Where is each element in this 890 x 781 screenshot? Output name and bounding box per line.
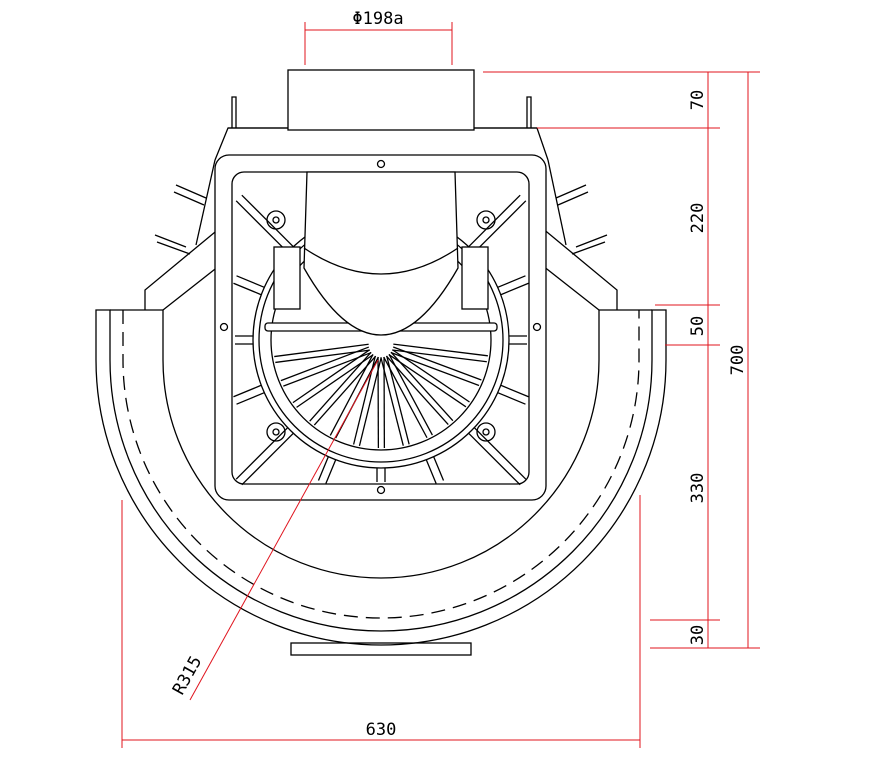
spoke-line — [236, 392, 265, 405]
spoke-line — [500, 282, 529, 296]
grille-line — [392, 346, 482, 381]
housing-outline — [95, 69, 667, 656]
dim-30: 30 — [688, 625, 708, 645]
spoke-line — [425, 459, 437, 484]
width-label: 630 — [366, 720, 397, 740]
spoke-line — [236, 275, 265, 288]
spoke-line — [497, 275, 526, 288]
grille-line — [358, 357, 382, 447]
spoke-line — [468, 194, 521, 248]
grille-line — [274, 343, 369, 358]
dim-70: 70 — [688, 90, 708, 110]
spoke-line — [233, 282, 262, 296]
dimension-lines — [121, 22, 760, 748]
diameter-label: Φ198a — [352, 9, 403, 29]
spoke-line — [317, 456, 329, 481]
grille-line — [392, 349, 470, 403]
spoke-line — [325, 459, 337, 484]
spoke-line — [433, 456, 445, 481]
dim-330: 330 — [688, 473, 708, 504]
spoke-line — [468, 432, 521, 486]
grille-line — [313, 355, 377, 426]
spoke-line — [241, 194, 294, 248]
dimension-labels: Φ198a 70 220 50 700 330 30 R315 630 — [169, 9, 748, 740]
grille-line — [390, 351, 454, 422]
radius-label: R315 — [169, 653, 206, 699]
spoke-line — [500, 384, 529, 398]
grille-line — [283, 351, 372, 387]
grille-line — [388, 354, 433, 436]
dim-50: 50 — [688, 316, 708, 336]
spoke-line — [241, 432, 294, 486]
spoke-line — [235, 200, 289, 253]
dim-700: 700 — [728, 345, 748, 376]
spoke-line — [473, 427, 527, 480]
grille-line — [296, 354, 374, 408]
spoke-line — [497, 392, 526, 405]
spoke-line — [235, 427, 289, 480]
dim-220: 220 — [688, 203, 708, 234]
grille-line — [393, 343, 488, 357]
grille-line — [275, 349, 370, 364]
spoke-line — [233, 384, 262, 398]
grille-line — [386, 355, 410, 445]
spoke-line — [473, 200, 527, 253]
